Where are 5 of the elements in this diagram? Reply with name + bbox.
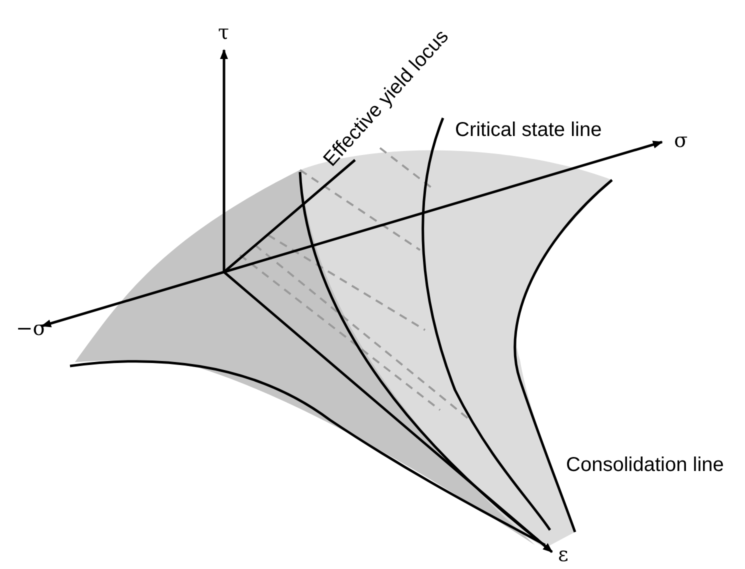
- curve-label: Critical state line: [455, 120, 602, 140]
- axis-label: σ: [674, 130, 688, 150]
- curve-label: Consolidation line: [566, 455, 724, 475]
- axis-label: ε: [558, 544, 568, 564]
- axis-label: τ: [218, 22, 230, 42]
